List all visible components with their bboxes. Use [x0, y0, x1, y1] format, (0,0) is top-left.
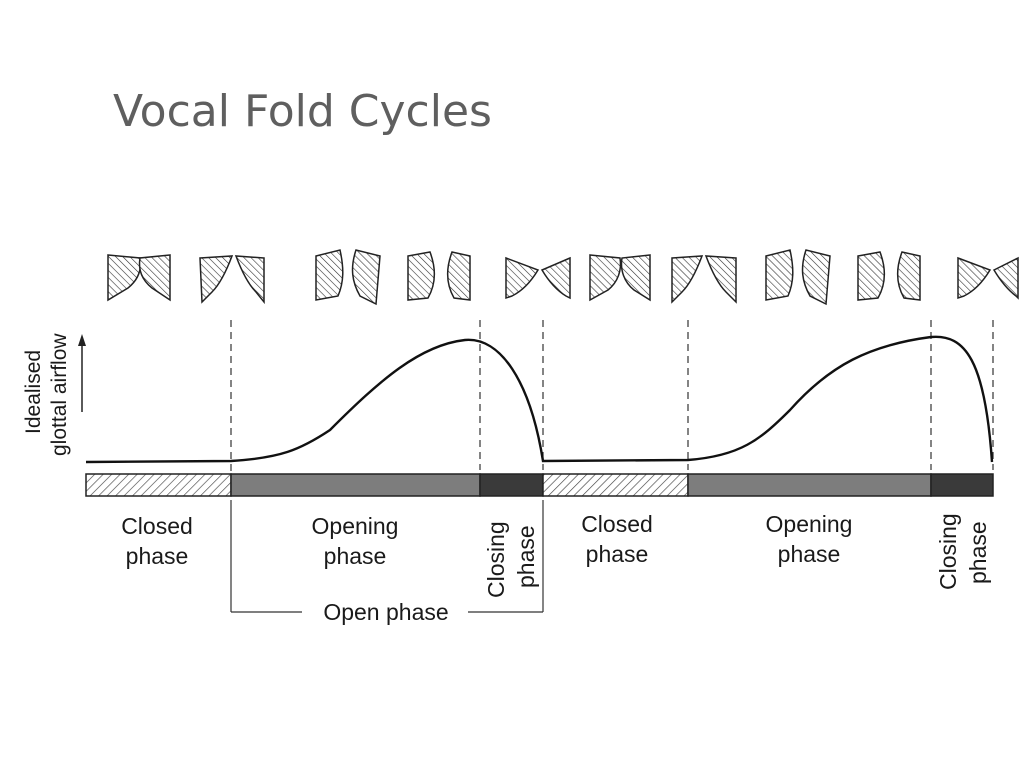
- closed-phase-label-1a: Closed: [121, 513, 193, 539]
- bar-closing-2: [930, 473, 994, 497]
- opening-phase-label-1b: phase: [324, 543, 387, 569]
- fold-opening-mid-2-icon: [765, 249, 831, 306]
- phase-bar: [85, 473, 994, 497]
- open-phase-label: Open phase: [323, 599, 448, 625]
- bar-closed-1: [85, 473, 232, 497]
- vocal-fold-illustrations: [107, 249, 1019, 306]
- fold-closing-icon: [505, 256, 571, 300]
- bar-closing-1: [479, 473, 544, 497]
- fold-opening-mid-icon: [315, 249, 381, 306]
- closed-phase-label-2b: phase: [586, 541, 649, 567]
- y-axis-label-line1: Idealised: [22, 350, 45, 434]
- slide-title: Vocal Fold Cycles: [113, 86, 492, 137]
- fold-closed-icon: [107, 254, 171, 302]
- fold-opening-start-icon: [199, 255, 265, 305]
- closing-phase-label-1b: phase: [513, 525, 539, 588]
- opening-phase-label-1a: Opening: [312, 513, 399, 539]
- y-axis-arrow: [78, 334, 86, 412]
- bar-closed-2: [542, 473, 689, 497]
- fold-open-wide-2-icon: [857, 251, 921, 301]
- y-axis-label-line2: glottal airflow: [48, 333, 71, 456]
- bar-opening-2: [687, 473, 932, 497]
- open-phase-bracket: [230, 500, 544, 613]
- opening-phase-label-2a: Opening: [766, 511, 853, 537]
- fold-closing-2-icon: [957, 256, 1019, 300]
- fold-closed-2-icon: [589, 254, 651, 302]
- bar-opening-1: [230, 473, 481, 497]
- fold-opening-start-2-icon: [671, 255, 737, 304]
- closing-phase-label-2a: Closing: [935, 513, 961, 590]
- opening-phase-label-2b: phase: [778, 541, 841, 567]
- closed-phase-label-2a: Closed: [581, 511, 653, 537]
- closing-phase-label-1a: Closing: [483, 521, 509, 598]
- closed-phase-label-1b: phase: [126, 543, 189, 569]
- closing-phase-label-2b: phase: [965, 521, 991, 584]
- phase-boundaries: [230, 320, 994, 500]
- fold-open-wide-icon: [407, 251, 471, 301]
- airflow-curve: [85, 335, 994, 464]
